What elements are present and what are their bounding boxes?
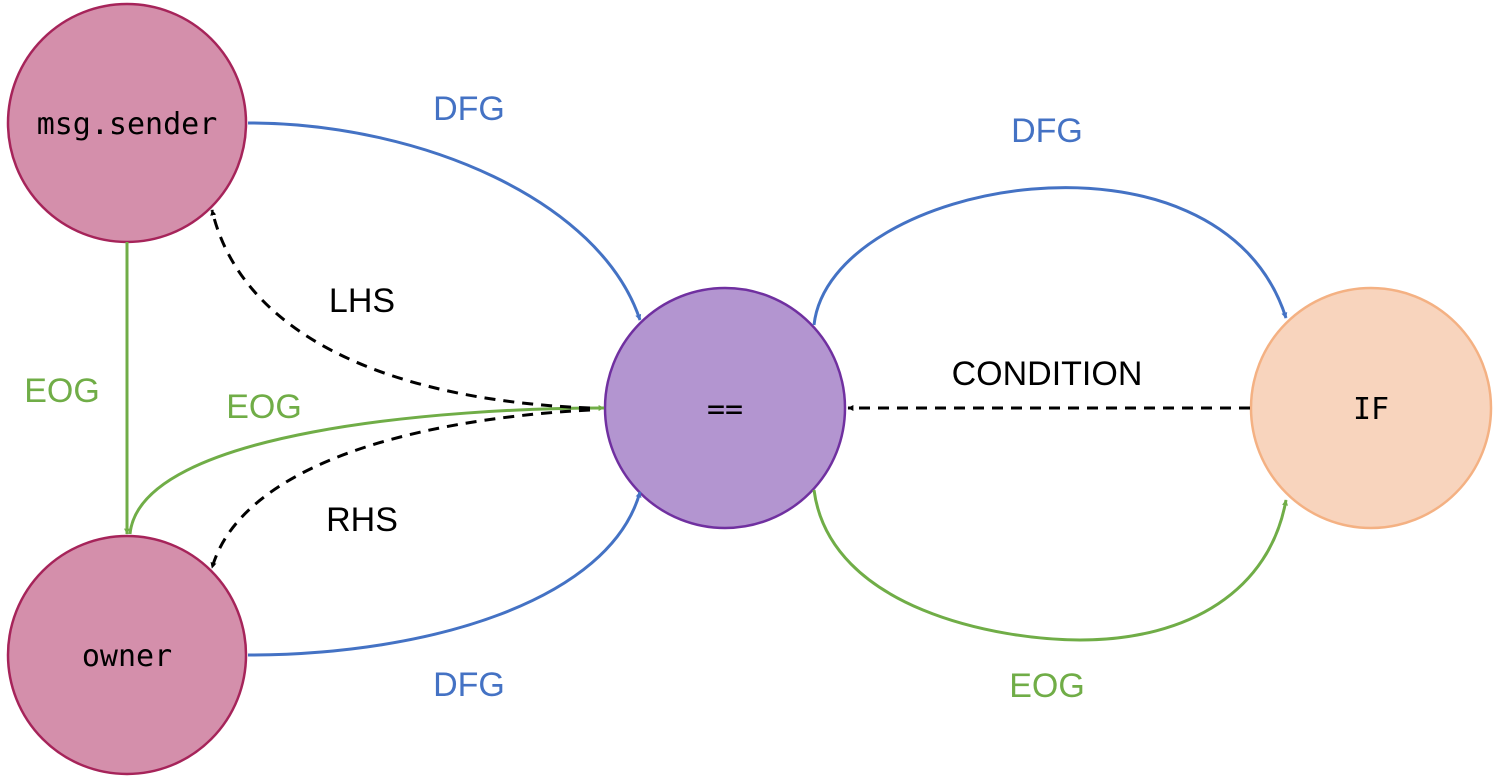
label-dfg-equals-to-if: DFG xyxy=(1011,112,1083,150)
ast-edge-lhs xyxy=(210,209,591,410)
node-if: IF xyxy=(1249,286,1493,530)
label-eog-sender-to-owner: EOG xyxy=(24,372,100,410)
label-ast-condition: CONDITION xyxy=(952,355,1143,393)
node-equals-circle xyxy=(603,286,847,530)
label-dfg-owner-to-equals: DFG xyxy=(433,666,505,704)
node-owner: owner xyxy=(6,534,248,776)
node-if-label: IF xyxy=(1353,392,1389,427)
label-ast-lhs: LHS xyxy=(329,282,395,320)
node-msg-sender: msg.sender xyxy=(6,2,248,244)
label-eog-owner-to-equals: EOG xyxy=(226,388,302,426)
dfg-edge-owner-to-equals xyxy=(247,491,642,657)
label-dfg-sender-to-equals: DFG xyxy=(433,90,505,128)
label-ast-rhs: RHS xyxy=(326,501,398,539)
ast-edge-rhs xyxy=(210,408,591,569)
node-equals: == xyxy=(603,286,847,530)
node-equals-label: == xyxy=(707,392,743,427)
node-msg-sender-label: msg.sender xyxy=(37,107,218,142)
dfg-edge-sender-to-equals xyxy=(247,121,642,321)
eog-edge-equals-to-if xyxy=(812,489,1289,642)
node-owner-label: owner xyxy=(82,639,172,674)
node-if-circle xyxy=(1249,286,1493,530)
eog-edge-owner-to-equals xyxy=(128,405,605,535)
label-eog-equals-to-if: EOG xyxy=(1009,667,1085,705)
dfg-edge-equals-to-if xyxy=(812,186,1288,326)
node-owner-circle xyxy=(6,534,248,776)
